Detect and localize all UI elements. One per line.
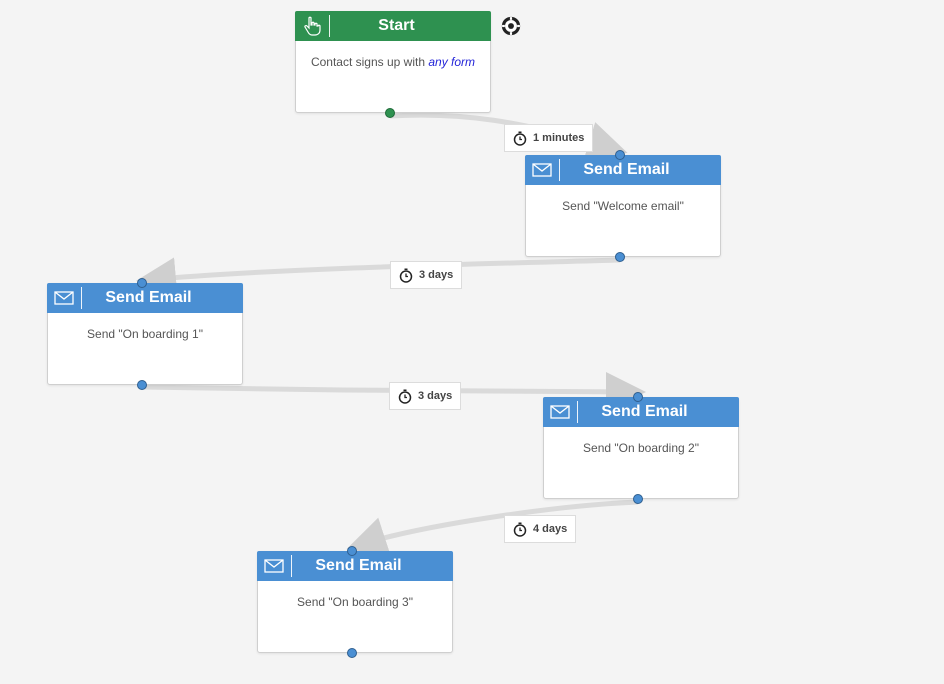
stopwatch-icon — [398, 389, 412, 404]
start-output-port[interactable] — [385, 108, 395, 118]
delay-text: 1 minutes — [533, 132, 585, 144]
email-node-body: Send "Welcome email" — [562, 199, 684, 213]
email-node-body: Send "On boarding 2" — [583, 441, 699, 455]
output-port[interactable] — [347, 648, 357, 658]
email-node-4[interactable]: Send Email Send "On boarding 3" — [257, 546, 453, 658]
email-node-title: Send Email — [583, 161, 670, 178]
email-node-header: Send Email — [47, 283, 243, 313]
envelope-icon — [47, 287, 82, 309]
delay-text: 3 days — [419, 269, 454, 281]
email-node-title: Send Email — [315, 557, 402, 574]
output-port[interactable] — [137, 380, 147, 390]
start-trigger-text: Contact signs up with any form — [296, 41, 490, 69]
stopwatch-icon — [399, 268, 413, 283]
email-node-title: Send Email — [105, 289, 192, 306]
input-port[interactable] — [615, 150, 625, 160]
start-node[interactable]: Start Contact signs up with any form — [295, 11, 491, 118]
email-node-1[interactable]: Send Email Send "Welcome email" — [525, 150, 721, 262]
gear-icon[interactable] — [500, 15, 522, 37]
delay-label[interactable]: 4 days — [504, 515, 577, 543]
envelope-icon — [543, 401, 578, 423]
stopwatch-icon — [513, 522, 527, 537]
trigger-description: Contact signs up with — [310, 55, 426, 69]
connector-email3-to-email4 — [346, 499, 639, 556]
output-port[interactable] — [633, 494, 643, 504]
hand-pointer-icon — [295, 15, 330, 37]
input-port[interactable] — [633, 392, 643, 402]
start-node-title: Start — [378, 17, 415, 34]
delay-label[interactable]: 1 minutes — [504, 124, 594, 152]
delay-label[interactable]: 3 days — [390, 261, 463, 289]
email-node-body: Send "On boarding 1" — [87, 327, 203, 341]
connector-email1-to-email2 — [136, 257, 621, 298]
email-node-title: Send Email — [601, 403, 688, 420]
email-node-header: Send Email — [525, 155, 721, 185]
delay-text: 3 days — [418, 390, 453, 402]
envelope-icon — [257, 555, 292, 577]
email-node-3[interactable]: Send Email Send "On boarding 2" — [543, 392, 739, 504]
any-form-link[interactable]: any form — [428, 55, 476, 69]
delay-text: 4 days — [533, 523, 568, 535]
start-node-header: Start — [295, 11, 491, 41]
delay-label[interactable]: 3 days — [389, 382, 462, 410]
input-port[interactable] — [347, 546, 357, 556]
email-node-2[interactable]: Send Email Send "On boarding 1" — [47, 278, 243, 390]
stopwatch-icon — [513, 131, 527, 146]
email-node-header: Send Email — [543, 397, 739, 427]
output-port[interactable] — [615, 252, 625, 262]
envelope-icon — [525, 159, 560, 181]
input-port[interactable] — [137, 278, 147, 288]
email-node-header: Send Email — [257, 551, 453, 581]
email-node-body: Send "On boarding 3" — [297, 595, 413, 609]
